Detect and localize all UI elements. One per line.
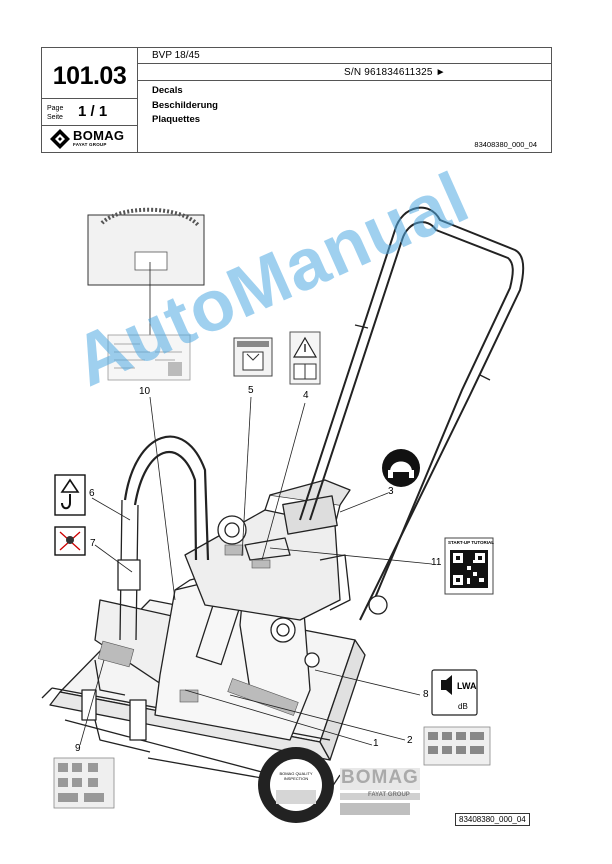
header-rule [42, 98, 137, 99]
lwa-label: LWA [457, 681, 477, 691]
callout-4: 4 [303, 390, 309, 401]
decal-5 [233, 337, 273, 377]
fayat-big-text: FAYAT GROUP [368, 792, 410, 798]
leader-11 [269, 547, 433, 565]
callout-3: 3 [388, 486, 394, 497]
page-label-en: Page [47, 105, 64, 112]
callout-6: 6 [89, 488, 95, 499]
title-en: Decals [152, 85, 183, 96]
document-reference: 83408380_000_04 [474, 140, 537, 149]
decal-11-qr [444, 537, 494, 595]
logo-text: BOMAG [73, 128, 125, 143]
callout-11: 11 [431, 557, 442, 568]
decal-6 [54, 474, 86, 516]
leader-7 [94, 544, 133, 573]
leader-8 [314, 669, 421, 696]
section-titles: Decals Beschilderung Plaquettes [152, 84, 218, 128]
bomag-decal-logos [340, 768, 420, 815]
callout-10: 10 [139, 386, 151, 397]
header-block: BVP 18/45 S/N 961834611325 ► 101.03 Page… [41, 47, 552, 153]
decal-1-seal [258, 747, 334, 823]
decal-3 [382, 449, 420, 487]
machine-illustration [41, 206, 525, 823]
header-rule [42, 125, 137, 126]
callout-1: 1 [373, 738, 379, 749]
bomag-diamond-icon [50, 129, 70, 149]
leader-6 [91, 497, 131, 521]
qr-decal-title: START-UP TUTORIAL [448, 540, 494, 545]
callout-8: 8 [423, 689, 429, 700]
page-label-de: Seite [47, 114, 63, 121]
db-label: dB [458, 702, 468, 711]
decal-7 [54, 526, 86, 556]
leader-4 [261, 402, 306, 561]
decal-8 [431, 669, 478, 716]
callout-9: 9 [75, 743, 81, 754]
title-fr: Plaquettes [152, 114, 201, 125]
leader-5 [241, 396, 252, 557]
serial-number: S/N 961834611325 ► [344, 67, 446, 78]
callout-5: 5 [248, 385, 254, 396]
footer-reference: 83408380_000_04 [455, 813, 530, 826]
leader-10 [149, 396, 176, 601]
leader-2 [229, 694, 406, 741]
leader-9 [79, 659, 105, 746]
decal-10-inset [87, 207, 205, 381]
bomag-logo: BOMAG FAYAT GROUP [49, 128, 133, 150]
callout-7: 7 [90, 538, 96, 549]
header-rule [137, 63, 551, 64]
page-label: Page Seite [47, 104, 63, 122]
header-divider [137, 48, 138, 152]
bomag-big-text: BOMAG [341, 767, 419, 788]
decal-4 [289, 331, 321, 385]
decal-9 [53, 757, 115, 809]
decal-2 [423, 726, 491, 766]
leader-3 [339, 492, 389, 513]
page-value: 1 / 1 [78, 103, 108, 120]
title-de: Beschilderung [152, 99, 218, 111]
model-name: BVP 18/45 [152, 50, 200, 61]
leader-1 [184, 689, 373, 746]
callout-2: 2 [407, 735, 413, 746]
logo-subtext: FAYAT GROUP [73, 142, 107, 147]
header-rule [137, 80, 551, 81]
seal-text: BOMAG QUALITY INSPECTION [279, 771, 313, 781]
page-number: 101.03 [52, 62, 127, 90]
